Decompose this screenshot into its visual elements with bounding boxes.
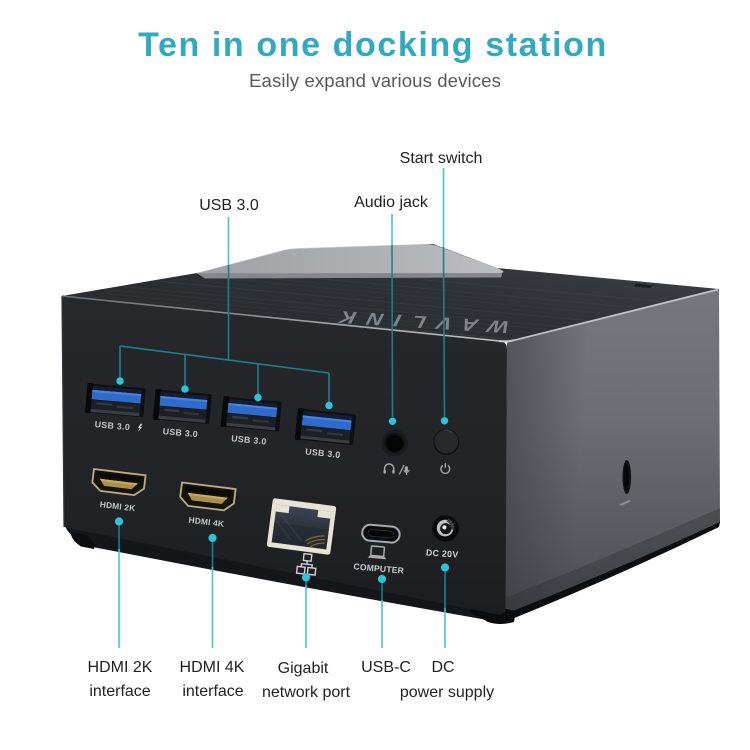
- svg-text:power supply: power supply: [400, 684, 494, 701]
- svg-text:USB 3.0: USB 3.0: [231, 433, 267, 446]
- svg-text:USB 3.0: USB 3.0: [162, 426, 198, 439]
- svg-text:network port: network port: [262, 684, 351, 701]
- svg-text:HDMI 2K: HDMI 2K: [99, 499, 136, 513]
- svg-text:USB 3.0: USB 3.0: [305, 446, 341, 460]
- svg-text:interface: interface: [182, 683, 243, 700]
- svg-text:HDMI 4K: HDMI 4K: [188, 515, 225, 529]
- svg-text:Start switch: Start switch: [400, 150, 483, 167]
- svg-text:Gigabit: Gigabit: [278, 660, 329, 677]
- svg-text:HDMI 4K: HDMI 4K: [180, 659, 245, 676]
- svg-text:Audio jack: Audio jack: [354, 194, 429, 211]
- svg-text:HDMI 2K: HDMI 2K: [88, 659, 153, 676]
- svg-text:Easily expand various devices: Easily expand various devices: [249, 70, 501, 91]
- svg-text:USB 3.0: USB 3.0: [94, 419, 130, 432]
- svg-text:DC: DC: [431, 659, 454, 676]
- svg-text:DC 20V: DC 20V: [426, 547, 459, 559]
- svg-text:interface: interface: [89, 683, 150, 700]
- svg-text:USB-C: USB-C: [361, 659, 411, 676]
- svg-text:USB 3.0: USB 3.0: [199, 197, 259, 214]
- svg-text:COMPUTER: COMPUTER: [353, 561, 405, 575]
- svg-text:Ten in one docking station: Ten in one docking station: [138, 26, 608, 64]
